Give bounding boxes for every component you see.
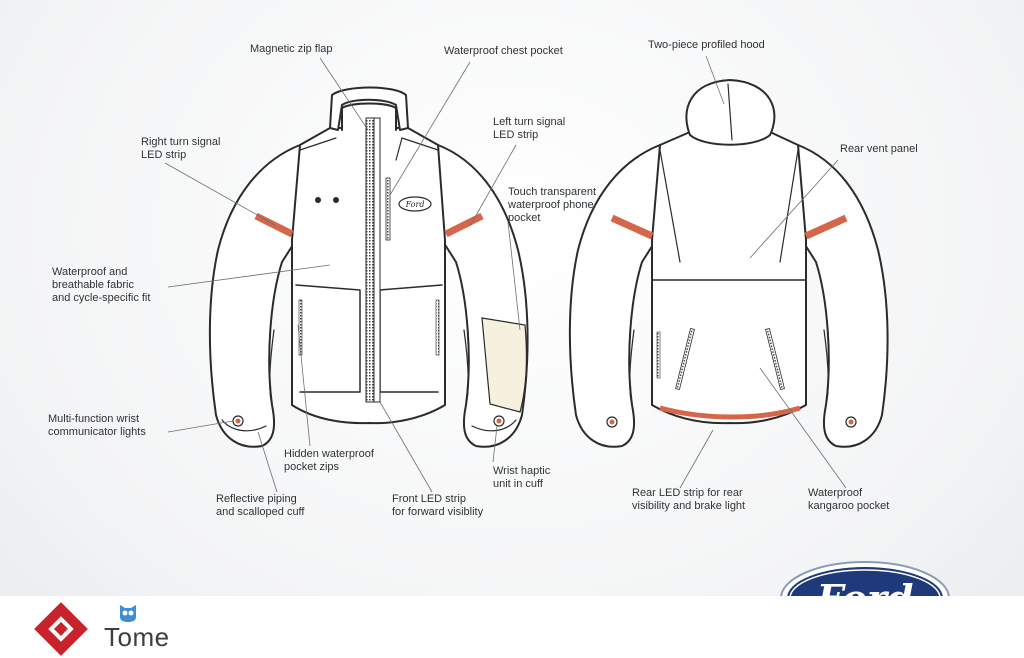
chest-pocket-zip (385, 177, 391, 241)
hidden-zip-left (298, 299, 303, 356)
label-kangaroo-pocket: Waterproof kangaroo pocket (808, 487, 890, 512)
label-wrist-haptic: Wrist haptic unit in cuff (493, 465, 551, 490)
label-touch-phone-pocket: Touch transparent waterproof phone pocke… (508, 186, 597, 224)
rear-right-led-strip (610, 214, 654, 240)
label-left-turn-signal: Left turn signal LED strip (493, 116, 566, 141)
rear-right-sleeve (568, 144, 661, 448)
label-rear-led-strip: Rear LED strip for rear visibility and b… (632, 487, 746, 512)
rear-led-strip (659, 405, 801, 420)
label-waterproof-chest-pocket: Waterproof chest pocket (444, 45, 563, 57)
tome-logo-text: Tome (104, 622, 170, 652)
label-hidden-pocket-zips: Hidden waterproof pocket zips (284, 448, 374, 473)
label-magnetic-zip-flap: Magnetic zip flap (250, 43, 333, 55)
label-front-led-strip: Front LED strip for forward visiblity (392, 493, 484, 518)
kangaroo-zip-right (765, 327, 785, 391)
rear-sleeve-zip (656, 331, 661, 379)
label-reflective-piping: Reflective piping and scalloped cuff (216, 493, 305, 518)
rear-left-led-strip (804, 214, 848, 240)
front-pocket-left (295, 284, 361, 393)
footer-bar (0, 596, 1024, 658)
chest-dot (333, 197, 339, 203)
label-wrist-communicator: Multi-function wrist communicator lights (48, 413, 146, 438)
leader-lines (164, 55, 847, 493)
chest-ford-text: Ford (405, 200, 425, 209)
rear-jacket (568, 79, 889, 448)
zip-flap (373, 117, 381, 403)
label-waterproof-fabric: Waterproof and breathable fabric and cyc… (52, 266, 151, 304)
chest-ford-badge (398, 196, 432, 212)
label-right-turn-signal: Right turn signal LED strip (141, 136, 221, 161)
label-two-piece-hood: Two-piece profiled hood (648, 39, 765, 51)
front-hood (329, 86, 409, 131)
hidden-zip-right (435, 299, 440, 356)
lumo-logo (34, 602, 88, 656)
rear-left-sleeve (797, 144, 889, 448)
kangaroo-zip-left (675, 327, 695, 391)
right-turn-led-strip (254, 212, 294, 238)
rear-torso (651, 131, 807, 425)
label-rear-vent-panel: Rear vent panel (840, 143, 918, 155)
left-turn-led-strip (444, 212, 484, 238)
tome-owl-icon (120, 605, 136, 622)
chest-dot (315, 197, 321, 203)
phone-pocket (481, 317, 527, 413)
front-center-zip (365, 117, 375, 403)
front-right-sleeve (208, 144, 301, 448)
